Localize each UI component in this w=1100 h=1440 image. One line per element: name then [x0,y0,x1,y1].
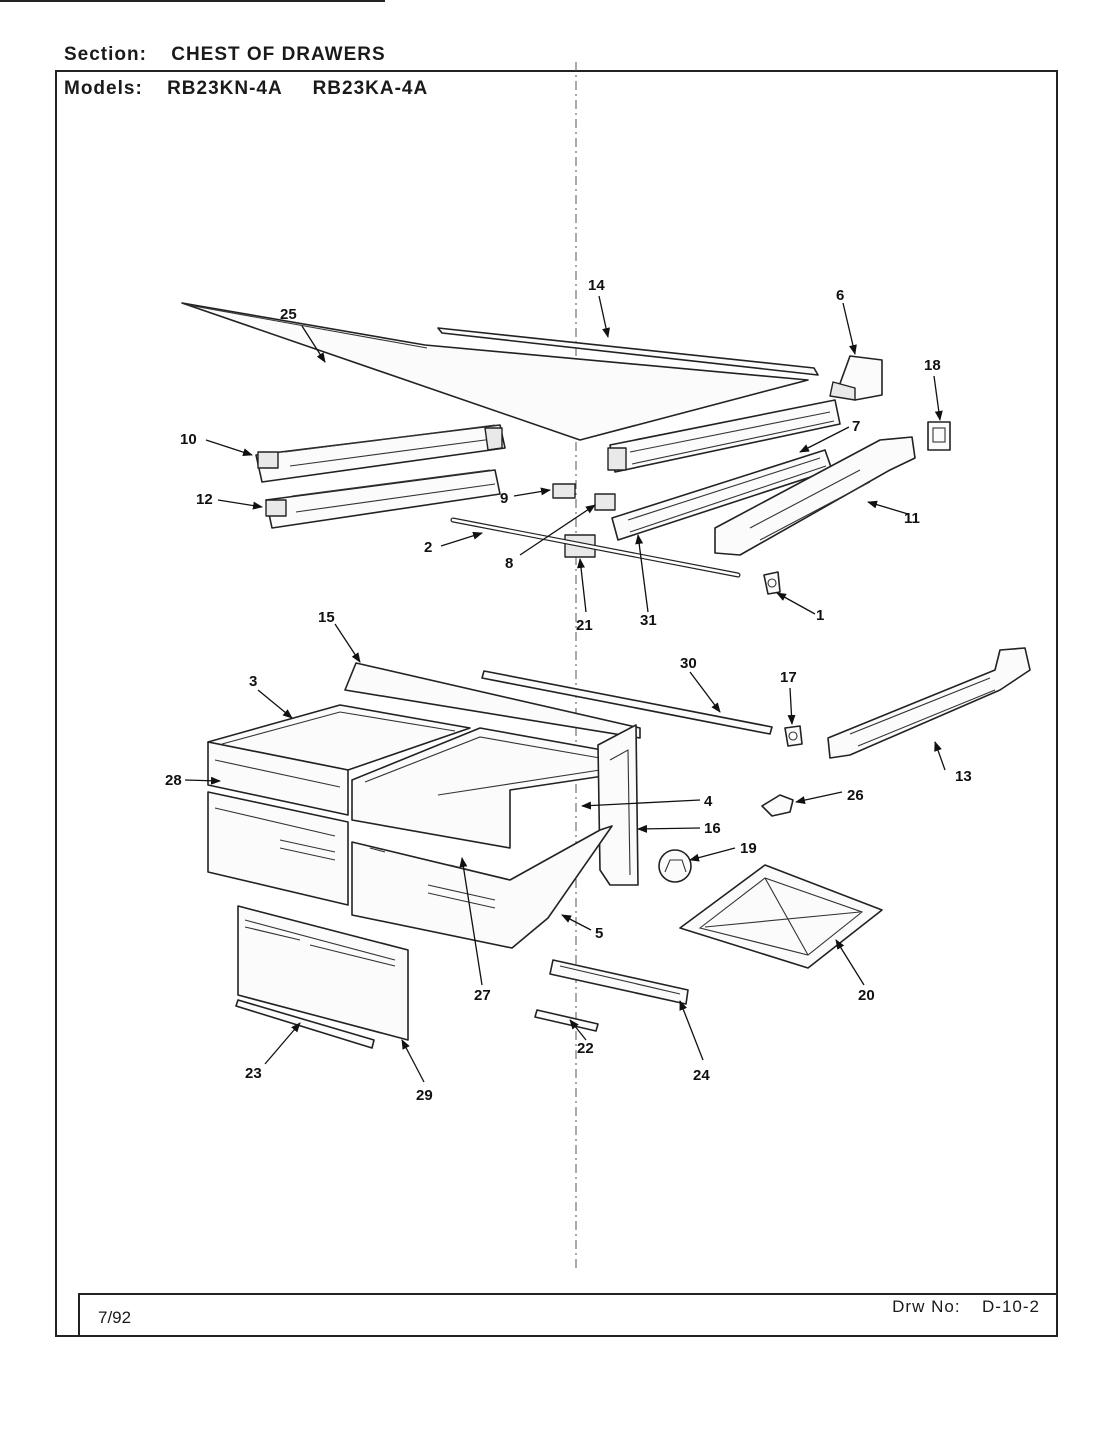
callout-28: 28 [165,772,182,789]
part-23-trim-strip [235,999,375,1049]
callout-26: 26 [847,787,864,804]
part-17-cam [784,725,803,747]
drawing-number-block: Drw No: D-10-2 [892,1297,1040,1317]
part-24-slide-rail [549,959,689,1005]
part-15-front-strip [344,662,641,739]
callout-31: 31 [640,612,657,629]
part-12-left-lower-rail [265,469,501,529]
callout-14: 14 [588,277,605,294]
drawing-frame [55,70,1058,1337]
callout-1: 1 [816,607,824,624]
callout-23: 23 [245,1065,262,1082]
part-16-side-frame [597,724,639,886]
callout-29: 29 [416,1087,433,1104]
callout-19: 19 [740,840,757,857]
part-6-corner-bracket [829,355,883,401]
callout-labels: 1 2 3 4 5 6 7 8 9 10 11 12 13 14 15 16 1… [165,277,972,1104]
footer-divider [78,1293,80,1337]
part-30-rod [481,670,773,735]
top-edge-rule [0,0,385,2]
part-19-latch [658,849,692,883]
callout-5: 5 [595,925,603,942]
part-14-rear-strip [437,327,819,376]
callout-13: 13 [955,768,972,785]
part-4-right-upper-pan [351,727,631,849]
callout-3: 3 [249,673,257,690]
footer-rule [78,1293,1058,1295]
callout-22: 22 [577,1040,594,1057]
part-5-right-lower-drawer [351,825,613,949]
left-lower-drawer [207,791,349,906]
callout-7: 7 [852,418,860,435]
callout-9: 9 [500,490,508,507]
part-22-guide [534,1009,599,1032]
callout-15: 15 [318,609,335,626]
part-9-clip [552,483,576,499]
callout-27: 27 [474,987,491,1004]
section-label: Section: [64,44,147,65]
leader-lines [184,295,946,1083]
drawing-date: 7/92 [98,1308,132,1327]
section-heading: Section: CHEST OF DRAWERS [64,44,386,66]
callout-24: 24 [693,1067,710,1084]
callout-16: 16 [704,820,721,837]
callout-12: 12 [196,491,213,508]
model-number-1: RB23KN-4A [167,78,282,99]
callout-4: 4 [704,793,713,810]
part-11-right-slide-support [714,436,916,556]
part-10-left-upper-rail [255,424,506,483]
callout-25: 25 [280,306,297,323]
models-heading: Models: RB23KN-4A RB23KA-4A [64,78,435,100]
callout-18: 18 [924,357,941,374]
part-1-stop [763,571,781,595]
part-20-tray-frame [679,864,883,969]
drawing-number-label: Drw No: [892,1297,961,1316]
part-8-clip [594,493,616,511]
drawing-number-value: D-10-2 [982,1297,1040,1316]
callout-6: 6 [836,287,844,304]
callout-20: 20 [858,987,875,1004]
callout-21: 21 [576,617,593,634]
callout-2: 2 [424,539,432,556]
models-label: Models: [64,78,143,99]
part-18-end-cap [927,421,951,451]
callout-11: 11 [904,510,920,527]
callout-8: 8 [505,555,513,572]
callout-30: 30 [680,655,697,672]
model-number-2: RB23KA-4A [312,78,429,99]
part-28-left-upper-front [207,741,349,816]
section-value: CHEST OF DRAWERS [171,44,386,65]
part-25-shelf-cover [181,302,809,441]
callout-10: 10 [180,431,197,448]
part-29-drawer-front-panel [237,905,409,1041]
part-7-right-upper-rail [607,399,841,473]
part-13-left-slide-support [827,647,1031,759]
callout-17: 17 [780,669,797,686]
part-26-knob [761,794,794,817]
